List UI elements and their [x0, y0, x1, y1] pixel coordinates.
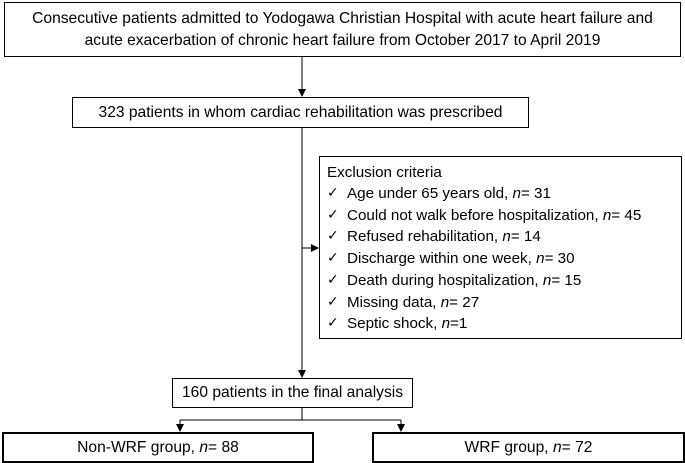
check-icon: ✓ [327, 293, 339, 310]
check-icon: ✓ [327, 271, 339, 288]
n-symbol: n [602, 206, 612, 224]
exclusion-item: ✓ Refused rehabilitation, n = 14 [327, 226, 681, 248]
exclusion-title: Exclusion criteria [327, 164, 442, 181]
n-symbol: n [502, 228, 511, 246]
exclusion-label: Discharge within one week, [347, 250, 532, 268]
exclusion-value: = 15 [551, 271, 582, 289]
exclusion-item: ✓ Age under 65 years old, n = 31 [327, 183, 681, 205]
non-wrf-value: = 88 [208, 438, 239, 456]
non-wrf-group-box: Non-WRF group, n = 88 [2, 432, 314, 463]
non-wrf-label: Non-WRF group, [77, 438, 196, 456]
exclusion-label: Refused rehabilitation, [347, 228, 499, 246]
exclusion-value: =1 [450, 315, 468, 333]
n-symbol: n [441, 315, 451, 333]
check-icon: ✓ [327, 228, 339, 245]
n-symbol: n [552, 438, 562, 456]
prescribed-text: 323 patients in whom cardiac rehabilitat… [98, 103, 503, 121]
wrf-value: = 72 [561, 438, 593, 456]
exclusion-item: ✓ Discharge within one week, n = 30 [327, 248, 681, 270]
wrf-label: WRF group, [464, 438, 549, 456]
exclusion-value: = 31 [520, 185, 551, 202]
wrf-group-box: WRF group, n = 72 [372, 432, 685, 463]
enrollment-box: Consecutive patients admitted to Yodogaw… [4, 2, 681, 57]
exclusion-value: = 30 [544, 250, 575, 268]
exclusion-item: ✓ Missing data, n = 27 [327, 292, 681, 314]
exclusion-item: ✓ Could not walk before hospitalization,… [327, 205, 681, 227]
final-analysis-box: 160 patients in the final analysis [172, 378, 413, 408]
exclusion-value: = 45 [611, 206, 642, 224]
exclusion-box: Exclusion criteria ✓ Age under 65 years … [319, 156, 682, 339]
exclusion-label: Septic shock, [347, 315, 438, 333]
check-icon: ✓ [327, 315, 339, 332]
check-icon: ✓ [327, 206, 339, 223]
n-symbol: n [199, 438, 209, 456]
exclusion-label: Missing data, [347, 293, 437, 311]
n-symbol: n [542, 271, 552, 289]
check-icon: ✓ [327, 250, 339, 267]
final-analysis-text: 160 patients in the final analysis [181, 384, 404, 401]
exclusion-label: Age under 65 years old, [347, 185, 509, 202]
exclusion-label: Death during hospitalization, [347, 271, 539, 289]
prescribed-box: 323 patients in whom cardiac rehabilitat… [72, 97, 529, 128]
enrollment-text-line2: acute exacerbation of chronic heart fail… [84, 31, 601, 49]
n-symbol: n [536, 250, 545, 268]
enrollment-text-line1: Consecutive patients admitted to Yodogaw… [32, 9, 653, 27]
exclusion-item: ✓ Septic shock, n=1 [327, 313, 681, 335]
exclusion-value: = 27 [449, 293, 480, 311]
n-symbol: n [512, 185, 521, 202]
n-symbol: n [440, 293, 450, 311]
exclusion-value: = 14 [510, 228, 541, 246]
check-icon: ✓ [327, 185, 339, 201]
exclusion-item: ✓ Death during hospitalization, n = 15 [327, 270, 681, 292]
exclusion-label: Could not walk before hospitalization, [347, 206, 599, 224]
